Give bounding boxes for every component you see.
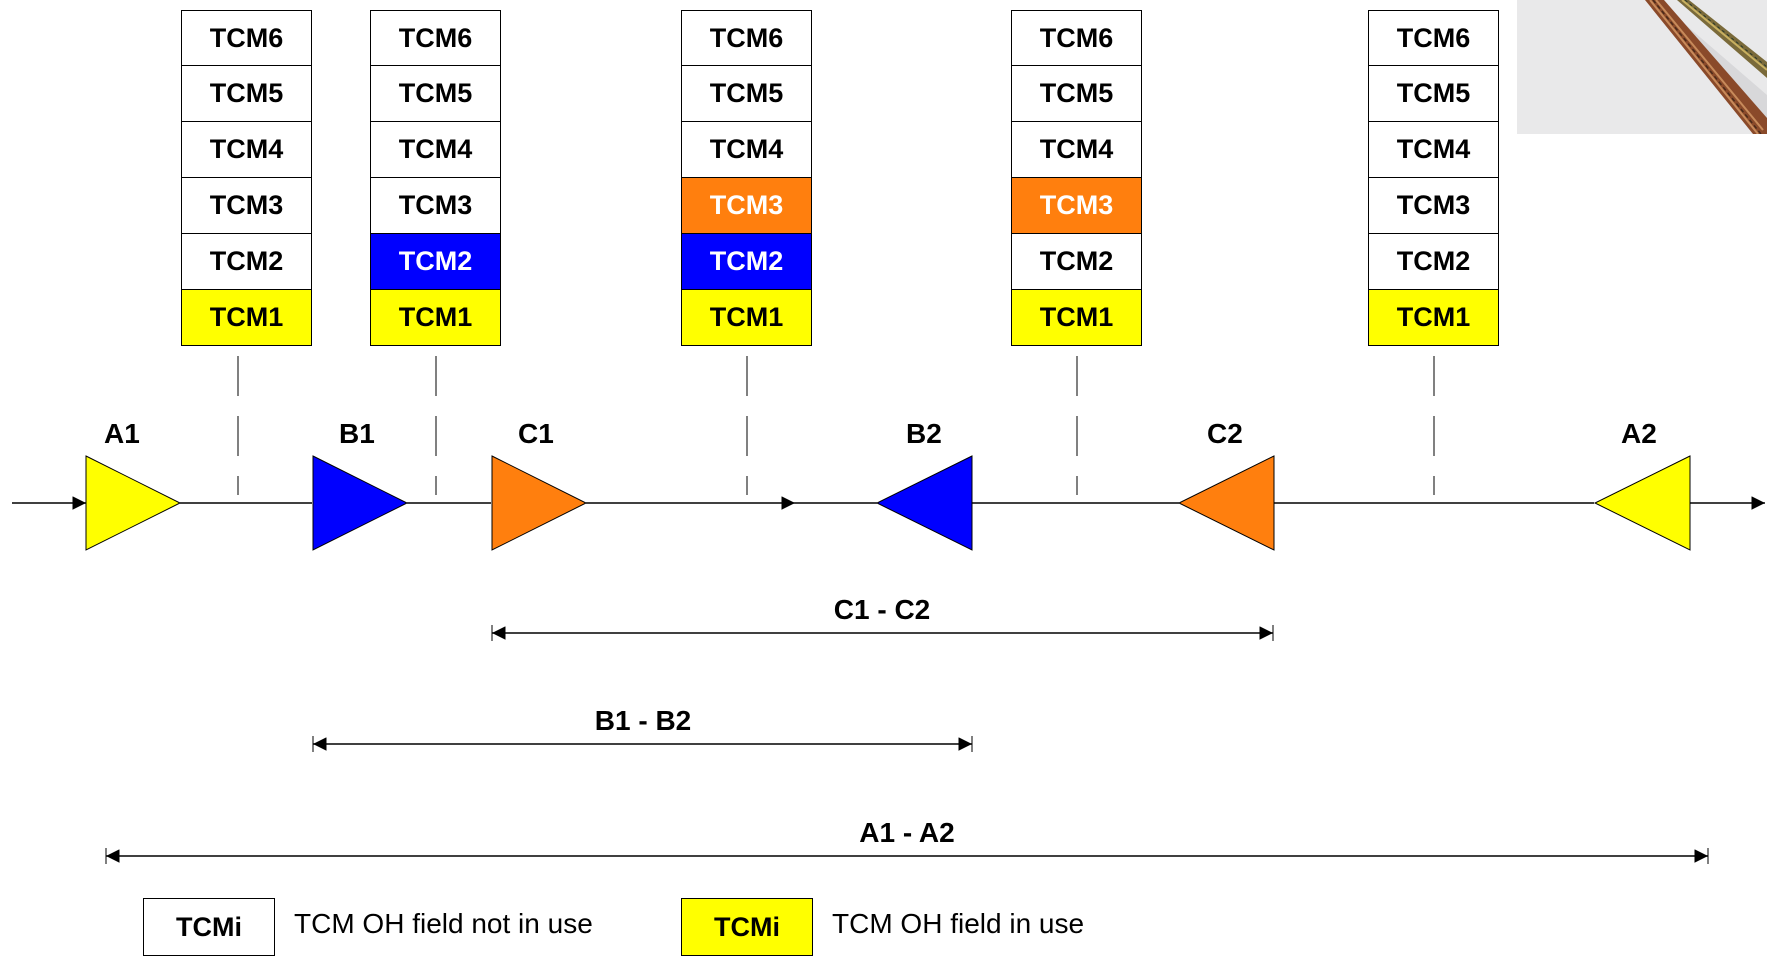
tcm-cell-tcm2: TCM2 bbox=[181, 234, 312, 290]
tcm-cell-tcm1: TCM1 bbox=[1011, 290, 1142, 346]
tcm-cell-tcm1: TCM1 bbox=[681, 290, 812, 346]
tcm-cell-tcm3: TCM3 bbox=[370, 178, 501, 234]
tcm-cell-tcm4: TCM4 bbox=[1368, 122, 1499, 178]
node-label-a2: A2 bbox=[1621, 418, 1657, 449]
tcm-cell-tcm4: TCM4 bbox=[681, 122, 812, 178]
legend-used-swatch: TCMi bbox=[681, 898, 813, 956]
tcm-cell-tcm2: TCM2 bbox=[681, 234, 812, 290]
node-label-b1: B1 bbox=[339, 418, 375, 449]
tcm-cell-tcm5: TCM5 bbox=[1368, 66, 1499, 122]
tcm-cell-tcm5: TCM5 bbox=[1011, 66, 1142, 122]
node-label-a1: A1 bbox=[104, 418, 140, 449]
tcm-cell-tcm5: TCM5 bbox=[181, 66, 312, 122]
node-a1-triangle bbox=[85, 455, 182, 551]
tcm-cell-tcm1: TCM1 bbox=[1368, 290, 1499, 346]
tcm-cell-tcm1: TCM1 bbox=[181, 290, 312, 346]
tcm-cell-tcm1: TCM1 bbox=[370, 290, 501, 346]
tcm-cell-tcm4: TCM4 bbox=[1011, 122, 1142, 178]
tcm-cell-tcm4: TCM4 bbox=[370, 122, 501, 178]
tcm-cell-tcm3: TCM3 bbox=[1368, 178, 1499, 234]
node-a2-triangle bbox=[1593, 455, 1691, 551]
tcm-cell-tcm5: TCM5 bbox=[370, 66, 501, 122]
node-label-b2: B2 bbox=[906, 418, 942, 449]
node-c2-triangle bbox=[1177, 455, 1275, 551]
tcm-cell-tcm6: TCM6 bbox=[181, 10, 312, 66]
node-label-c2: C2 bbox=[1207, 418, 1243, 449]
node-b1-triangle bbox=[312, 455, 409, 551]
legend-used-text: TCM OH field in use bbox=[832, 908, 1085, 939]
span-label-c1-c2: C1 - C2 bbox=[833, 594, 931, 625]
tcm-cell-tcm3: TCM3 bbox=[1011, 178, 1142, 234]
node-c1-triangle bbox=[491, 455, 588, 551]
tcm-cell-tcm6: TCM6 bbox=[370, 10, 501, 66]
tcm-cell-tcm2: TCM2 bbox=[1368, 234, 1499, 290]
span-label-b1-b2: B1 - B2 bbox=[594, 705, 692, 736]
tcm-cell-tcm2: TCM2 bbox=[370, 234, 501, 290]
node-b2-triangle bbox=[875, 455, 973, 551]
legend-unused-text: TCM OH field not in use bbox=[294, 908, 593, 939]
span-label-a1-a2: A1 - A2 bbox=[859, 817, 955, 848]
tcm-cell-tcm6: TCM6 bbox=[1011, 10, 1142, 66]
fiber-optic-cable-photo-icon bbox=[1517, 0, 1767, 134]
tcm-cell-tcm6: TCM6 bbox=[1368, 10, 1499, 66]
tcm-cell-tcm2: TCM2 bbox=[1011, 234, 1142, 290]
tcm-cell-tcm5: TCM5 bbox=[681, 66, 812, 122]
node-label-c1: C1 bbox=[518, 418, 554, 449]
tcm-cell-tcm3: TCM3 bbox=[681, 178, 812, 234]
tcm-cell-tcm6: TCM6 bbox=[681, 10, 812, 66]
legend-unused-swatch: TCMi bbox=[143, 898, 275, 956]
tcm-cell-tcm4: TCM4 bbox=[181, 122, 312, 178]
tcm-cell-tcm3: TCM3 bbox=[181, 178, 312, 234]
